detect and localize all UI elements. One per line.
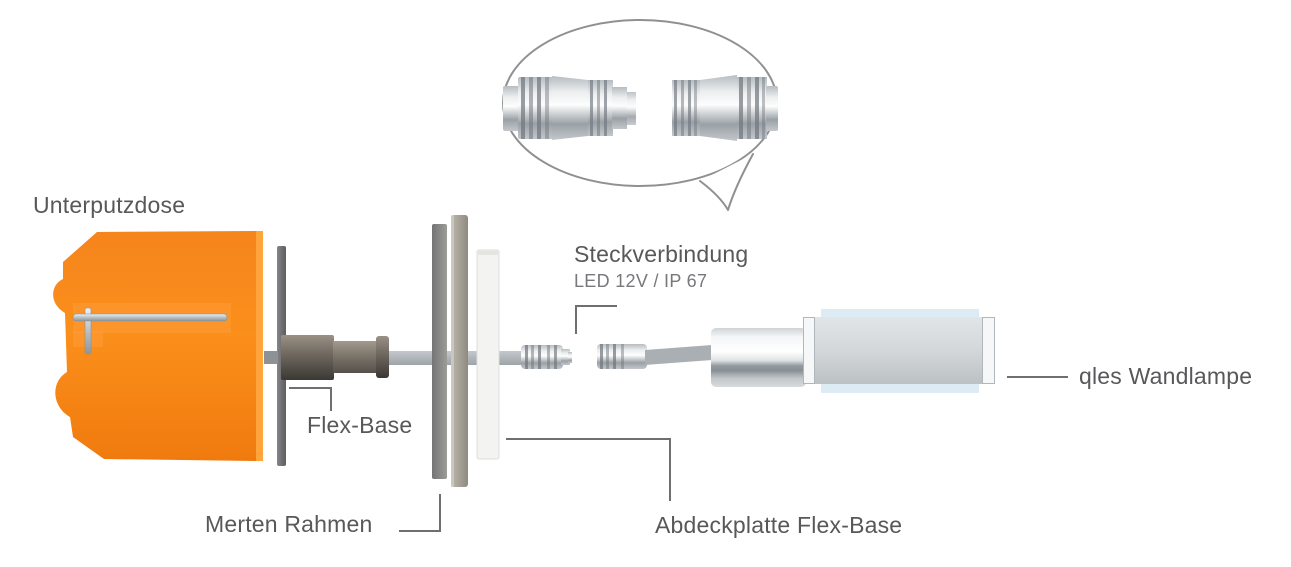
unterputzdose-box (53, 231, 263, 461)
mounting-screw-icon (72, 307, 228, 355)
label-merten-rahmen: Merten Rahmen (205, 511, 373, 537)
leader-abdeckplatte (506, 438, 671, 501)
leader-merten-rahmen (399, 494, 441, 532)
flex-base-connector (281, 335, 389, 380)
label-steckverbindung: Steckverbindung (574, 241, 749, 267)
detail-plug-left-icon (503, 76, 636, 140)
box-rear-connector (264, 351, 278, 364)
plug-right (597, 344, 647, 369)
label-flex-base: Flex-Base (307, 412, 413, 438)
abdeckplatte-plate (476, 249, 500, 460)
label-qles-wandlampe: qles Wandlampe (1079, 363, 1253, 389)
merten-frame-inner (451, 215, 468, 487)
merten-frame-outer (432, 224, 447, 479)
label-abdeckplatte-flex-base: Abdeckplatte Flex-Base (655, 512, 903, 538)
label-steckverbindung-spec: LED 12V / IP 67 (574, 271, 708, 291)
plug-left (521, 345, 572, 369)
detail-plug-right-icon (672, 75, 778, 141)
lamp-cable (645, 345, 712, 365)
leader-flex-base (289, 387, 332, 411)
lamp-neck (711, 328, 806, 387)
leader-steckverbindung (575, 305, 617, 334)
lamp-body (803, 317, 995, 384)
label-unterputzdose: Unterputzdose (33, 192, 186, 218)
